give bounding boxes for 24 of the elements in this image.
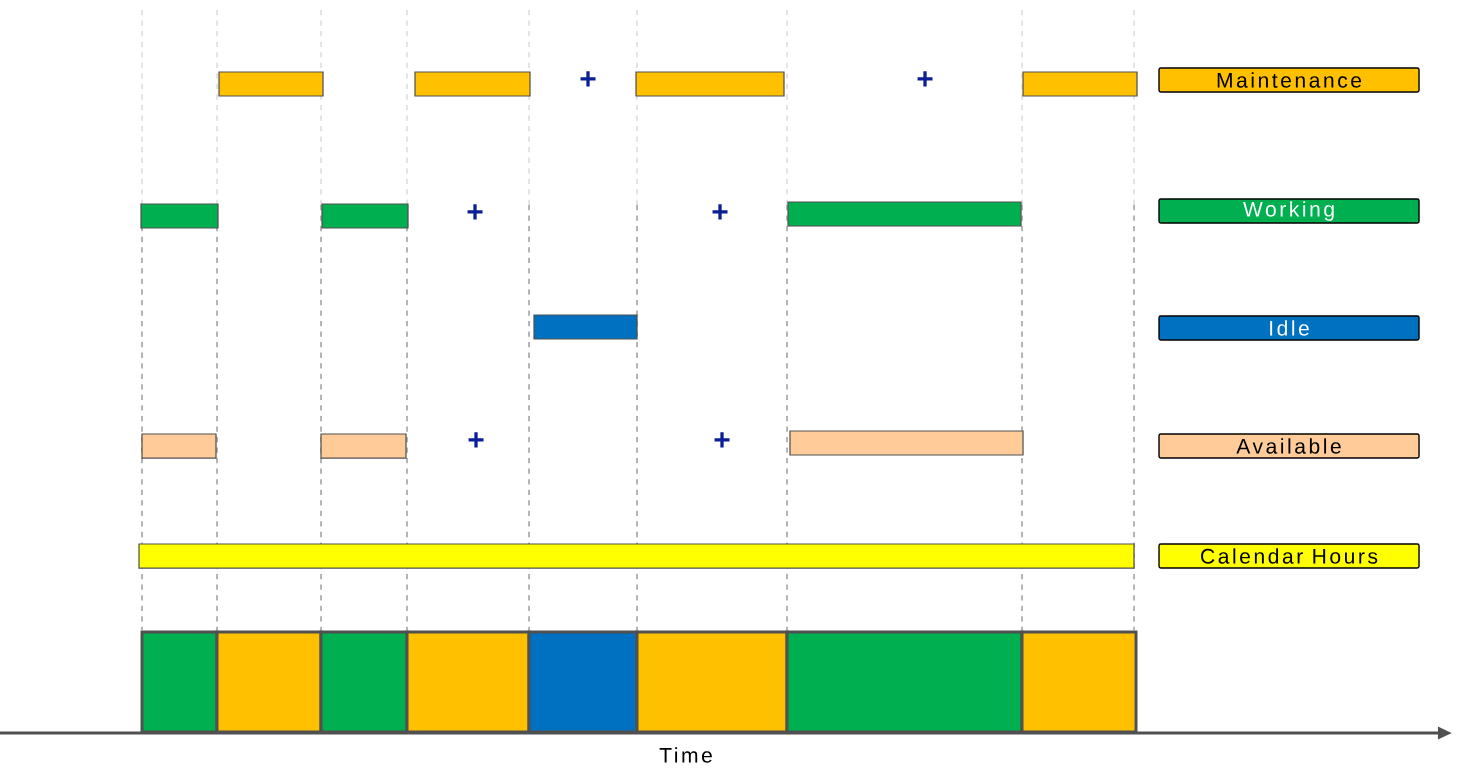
category-label-box: Working: [1158, 198, 1420, 224]
timeline-bar: [414, 71, 531, 97]
timeline-bar: [141, 433, 217, 459]
timeline-bar: [140, 203, 219, 229]
category-label-box: Idle: [1158, 315, 1420, 341]
timeline-bar: [787, 201, 1022, 227]
category-label-box: Calendar Hours: [1158, 543, 1420, 569]
timeline-bar: [635, 71, 785, 97]
plus-sign: +: [467, 204, 483, 220]
plus-sign: +: [712, 204, 728, 220]
timeline-bar: [1022, 71, 1138, 97]
plus-sign: +: [714, 432, 730, 448]
plus-sign: +: [917, 71, 933, 87]
plus-sign: +: [580, 71, 596, 87]
axis-label: Time: [659, 747, 712, 763]
plus-sign: +: [468, 432, 484, 448]
timeline-bar: [789, 430, 1024, 456]
timeline-bar: [533, 314, 638, 340]
category-label-box: Maintenance: [1158, 67, 1420, 93]
timeline-bar: [321, 203, 409, 229]
timeline-bar: [138, 543, 1135, 569]
timeline-bar: [320, 433, 407, 459]
timeline-bar: [218, 71, 324, 97]
category-label-box: Available: [1158, 433, 1420, 459]
